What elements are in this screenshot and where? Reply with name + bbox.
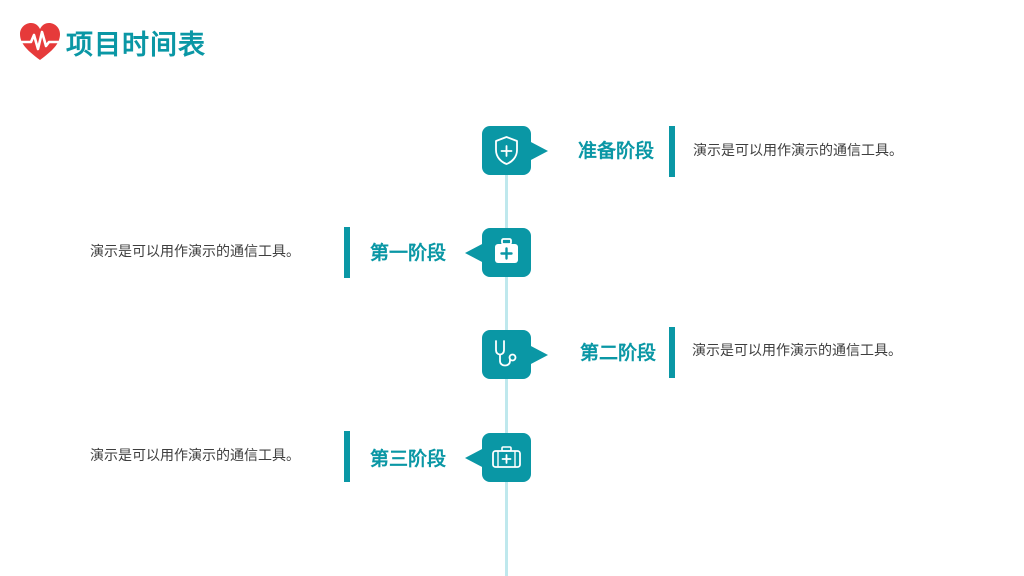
stage-divider: [344, 227, 350, 278]
medical-case-icon: [492, 446, 521, 468]
stage-description-prep: 演示是可以用作演示的通信工具。: [693, 143, 903, 159]
stage-node-first: [465, 228, 531, 277]
node-pointer: [465, 243, 484, 263]
header: 项目时间表: [18, 20, 206, 64]
node-pointer: [529, 141, 548, 161]
stage-label-prep: 准备阶段: [578, 140, 655, 162]
stage-label-third: 第三阶段: [370, 448, 447, 470]
node-pointer: [529, 345, 548, 365]
stage-description-third: 演示是可以用作演示的通信工具。: [90, 448, 300, 464]
stethoscope-icon: [495, 340, 517, 367]
stage-divider: [669, 126, 675, 177]
stage-label-second: 第二阶段: [580, 342, 657, 364]
node-pointer: [465, 448, 484, 468]
stage-label-first: 第一阶段: [370, 242, 447, 264]
stage-node-third: [465, 433, 531, 482]
stage-description-first: 演示是可以用作演示的通信工具。: [90, 244, 300, 260]
shield-plus-icon: [495, 136, 518, 165]
stage-node-prep: [482, 126, 548, 175]
heart-pulse-icon: [20, 23, 60, 60]
stage-description-second: 演示是可以用作演示的通信工具。: [692, 343, 902, 359]
stage-node-second: [482, 330, 548, 379]
first-aid-kit-icon: [495, 238, 518, 263]
stage-divider: [669, 327, 675, 378]
stage-divider: [344, 431, 350, 482]
page-title: 项目时间表: [66, 29, 206, 61]
